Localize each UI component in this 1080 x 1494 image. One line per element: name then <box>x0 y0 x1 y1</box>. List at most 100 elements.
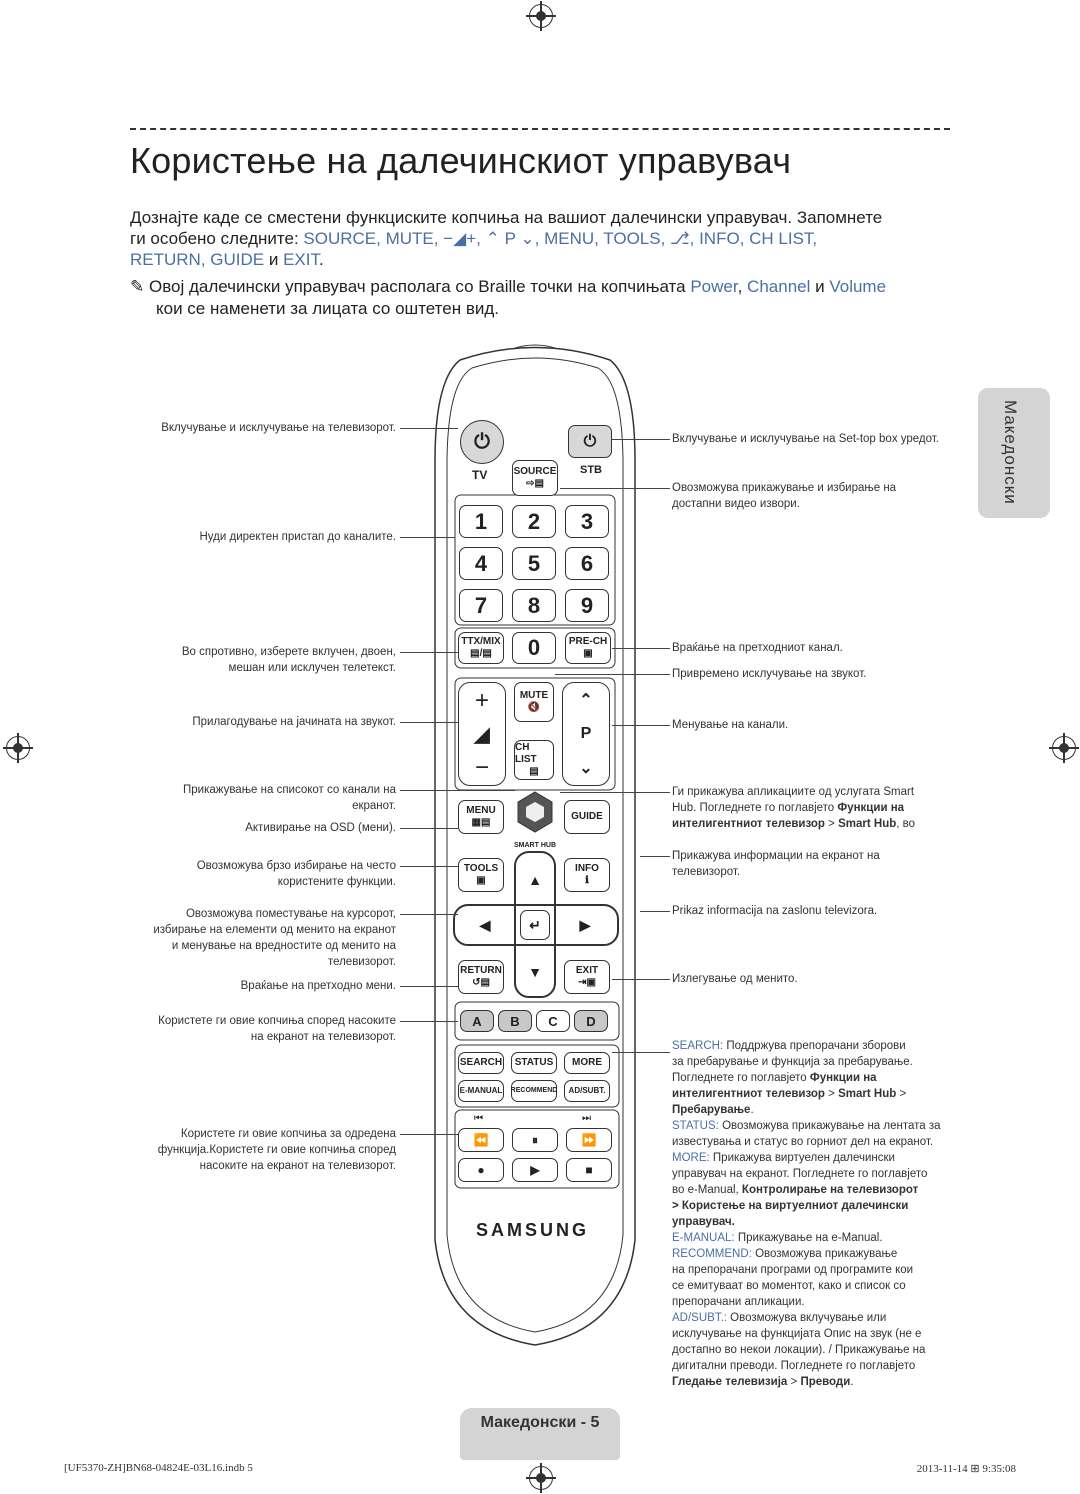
number-button-0[interactable]: 0 <box>512 632 556 664</box>
label-colors: Користете ги овие копчиња според насокит… <box>158 1015 396 1043</box>
number-button-9[interactable]: 9 <box>565 589 609 622</box>
number-button-7[interactable]: 7 <box>459 589 503 622</box>
leader-power <box>400 428 458 429</box>
guide-label: GUIDE <box>571 811 603 822</box>
label-guide: Prikaz informacija na zaslonu televizora… <box>672 905 878 917</box>
play-button[interactable]: ▶ <box>512 1158 558 1182</box>
number-button-8[interactable]: 8 <box>512 589 556 622</box>
number-button-2[interactable]: 2 <box>512 505 556 538</box>
exit-button[interactable]: EXIT⇥▣ <box>564 960 610 994</box>
leader-media <box>400 1134 458 1135</box>
number-button-3[interactable]: 3 <box>565 505 609 538</box>
leader-guide <box>640 911 670 912</box>
volume-icon: −◢ <box>443 229 467 248</box>
prech-icon: ▣ <box>583 648 593 659</box>
menu-icon: ▦▤ <box>471 817 491 828</box>
info-icon: ℹ <box>585 875 589 886</box>
menu-button[interactable]: MENU▦▤ <box>458 800 504 834</box>
title-rule <box>130 128 950 130</box>
nav-right-button[interactable]: ▶ <box>560 910 610 940</box>
mute-button[interactable]: MUTE🔇 <box>514 682 554 722</box>
record-button[interactable]: ● <box>458 1158 504 1182</box>
leader-stb <box>612 439 670 440</box>
ad-subt-button[interactable]: AD/SUBT. <box>564 1080 610 1102</box>
smart-hub-label: SMART HUB <box>514 842 556 849</box>
tools-label: TOOLS <box>463 863 499 874</box>
search-button[interactable]: SEARCH <box>458 1052 504 1074</box>
leader-info <box>640 856 670 857</box>
ttx-label: TTX/MIX <box>461 636 501 647</box>
nav-left-button[interactable]: ◀ <box>460 910 510 940</box>
color-button-a[interactable]: A <box>460 1010 494 1032</box>
label-menu: Активирање на OSD (мени). <box>245 822 396 834</box>
leader-nav <box>400 914 458 915</box>
channel-down-icon: ⌄ <box>520 229 535 248</box>
color-button-d[interactable]: D <box>574 1010 608 1032</box>
channel-up-icon: ⌃ <box>579 692 593 710</box>
status-button[interactable]: STATUS <box>511 1052 557 1074</box>
braille-note: ✎ Овој далечински управувач располага со… <box>130 277 887 318</box>
footer-file: [UF5370-ZH]BN68-04824E-03L16.indb 5 <box>64 1462 253 1474</box>
label-volume: Прилагодување на јачината на звукот. <box>192 716 396 728</box>
ttx-mix-button[interactable]: TTX/MIX▤/▤ <box>458 632 504 664</box>
volume-rocker[interactable]: + ◢ − <box>458 682 506 786</box>
rewind-button[interactable]: ⏪ <box>458 1128 504 1152</box>
guide-button[interactable]: GUIDE <box>564 800 610 834</box>
label-smarthub: Ги прикажува апликациите од услугата Sma… <box>672 786 916 830</box>
volume-icon: ◢ <box>474 723 490 746</box>
chlist-icon: ▤ <box>529 766 539 777</box>
number-button-5[interactable]: 5 <box>512 547 556 580</box>
pencil-note-icon: ✎ <box>130 277 145 296</box>
nav-up-button[interactable]: ▲ <box>520 860 550 900</box>
stop-button[interactable]: ■ <box>566 1158 612 1182</box>
leader-menu <box>400 828 458 829</box>
exit-icon: ⇥▣ <box>578 977 596 988</box>
pause-button[interactable]: ⏸ <box>512 1128 558 1152</box>
registration-mark-left <box>3 733 33 763</box>
teletext-icon: ▤/▤ <box>470 648 492 659</box>
source-icon: ⇨▤ <box>526 478 544 489</box>
number-button-1[interactable]: 1 <box>459 505 503 538</box>
channel-rocker[interactable]: ⌃ P ⌄ <box>562 682 610 786</box>
info-label: INFO <box>575 863 599 874</box>
number-button-6[interactable]: 6 <box>565 547 609 580</box>
source-button[interactable]: SOURCE⇨▤ <box>512 460 558 496</box>
tools-button[interactable]: TOOLS▣ <box>458 858 504 892</box>
mute-label: MUTE <box>519 690 549 701</box>
e-manual-button[interactable]: E-MANUAL <box>458 1080 504 1102</box>
ch-list-button[interactable]: CH LIST▤ <box>514 740 554 780</box>
label-prech: Враќање на претходниот канал. <box>672 642 843 654</box>
pre-ch-button[interactable]: PRE-CH▣ <box>565 632 611 664</box>
label-stb: Вклучување и исклучување на Set-top box … <box>672 433 939 445</box>
leader-colors <box>400 1021 458 1022</box>
number-button-4[interactable]: 4 <box>459 547 503 580</box>
label-return: Враќање на претходно мени. <box>240 980 396 992</box>
stb-power-button[interactable]: ⏻ <box>568 425 612 458</box>
label-exit: Излегување од менито. <box>672 973 798 985</box>
label-numbers: Нуди директен пристап до каналите. <box>199 531 396 543</box>
label-power: Вклучување и исклучување на телевизорот. <box>161 422 396 434</box>
leader-prech <box>612 648 670 649</box>
color-button-b[interactable]: B <box>498 1010 532 1032</box>
recommend-button[interactable]: RECOMMEND <box>511 1080 557 1102</box>
skip-back-icon: ⏮ <box>474 1113 483 1124</box>
nav-down-button[interactable]: ▼ <box>520 952 550 992</box>
more-button[interactable]: MORE <box>564 1052 610 1074</box>
nav-enter-button[interactable]: ↵ <box>520 910 550 940</box>
tv-label: TV <box>472 468 488 482</box>
fast-forward-button[interactable]: ⏩ <box>566 1128 612 1152</box>
volume-down-label: − <box>474 753 489 781</box>
return-button[interactable]: RETURN↺▤ <box>458 960 504 994</box>
leader-channel <box>612 725 670 726</box>
color-button-c[interactable]: C <box>536 1010 570 1032</box>
skip-forward-icon: ⏭ <box>582 1113 591 1124</box>
label-function-keys: SEARCH: Поддржува препорачани зборови за… <box>672 1040 941 1388</box>
leader-source <box>560 488 670 489</box>
registration-mark-top <box>526 1 556 31</box>
tv-power-button[interactable]: ⏻ <box>460 420 504 464</box>
leader-function-keys <box>612 1052 670 1053</box>
channel-up-icon: ⌃ <box>485 229 500 248</box>
